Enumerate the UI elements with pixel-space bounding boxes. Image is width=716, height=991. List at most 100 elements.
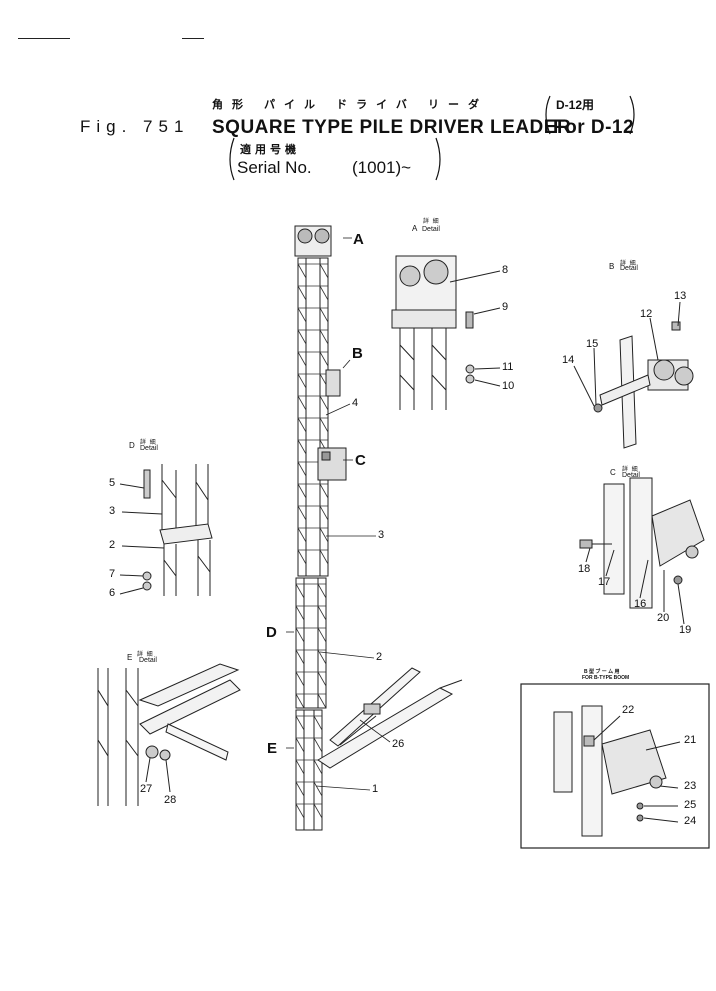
jp-serial-label: 適用号機 [240, 144, 300, 156]
lattice-brace [313, 715, 323, 731]
lattice-brace [297, 483, 307, 499]
callout-5: 5 [109, 477, 116, 489]
callout-14: 14 [562, 354, 575, 366]
lattice-brace [313, 781, 323, 797]
page-title: SQUARE TYPE PILE DRIVER LEADER [212, 117, 572, 138]
view-arrow-a: A [353, 231, 364, 248]
header-rule-left [18, 38, 70, 39]
lattice-brace [295, 649, 305, 665]
callout-17: 17 [598, 576, 611, 588]
lattice-brace [319, 395, 329, 411]
lattice-brace [297, 505, 307, 521]
lattice-brace [319, 263, 329, 279]
detail-c-title: Detail [622, 472, 640, 479]
lattice-brace [313, 803, 323, 819]
callout-25: 25 [684, 799, 697, 811]
lattice-brace [297, 417, 307, 433]
lattice-brace [317, 605, 327, 621]
lattice-brace [295, 759, 305, 775]
callout-12: 12 [640, 308, 653, 320]
b-type-boom-title: FOR B-TYPE BOOM [582, 675, 630, 681]
lattice-brace [297, 395, 307, 411]
header-rule-right [182, 38, 204, 39]
detail-c-jp: 詳 細 [622, 467, 639, 473]
detail-b-jp: 詳 細 [620, 261, 637, 267]
detail-d-title: Detail [140, 445, 158, 452]
callout-9: 9 [502, 301, 509, 313]
callout-13: 13 [674, 290, 687, 302]
lattice-brace [297, 285, 307, 301]
model-label: For D-12 [553, 117, 635, 138]
detail-c-letter: C [610, 468, 616, 477]
lattice-brace [319, 329, 329, 345]
lattice-brace [297, 373, 307, 389]
detail-e-letter: E [127, 653, 133, 662]
lattice-brace [295, 715, 305, 731]
lattice-brace [297, 329, 307, 345]
lattice-brace [313, 759, 323, 775]
lattice-brace [319, 285, 329, 301]
detail-e-title: Detail [139, 657, 157, 664]
view-arrow-e: E [267, 740, 278, 757]
callout-21: 21 [684, 734, 697, 746]
lattice-brace [295, 627, 305, 643]
callout-23: 23 [684, 780, 697, 792]
detail-b-letter: B [609, 262, 615, 271]
callout-6: 6 [109, 587, 116, 599]
figure-label: Fig. 751 [80, 117, 190, 136]
callout-10: 10 [502, 380, 515, 392]
callout-11: 11 [502, 361, 514, 373]
jp-title: 角形 パイル ドライバ リーダ [212, 99, 488, 111]
serial-value: (1001)~ [352, 158, 412, 177]
jp-model: D-12用 [556, 98, 595, 112]
lattice-brace [295, 671, 305, 687]
view-arrow-b: B [352, 345, 363, 362]
callout-18: 18 [578, 563, 591, 575]
lattice-brace [297, 351, 307, 367]
callout-20: 20 [657, 612, 670, 624]
b-type-boom-frame [520, 683, 710, 849]
lattice-brace [319, 351, 329, 367]
lattice-brace [317, 671, 327, 687]
lattice-brace [297, 263, 307, 279]
view-arrow-d: D [266, 624, 277, 641]
lattice-brace [295, 803, 305, 819]
callout-8: 8 [502, 264, 509, 276]
callout-28: 28 [164, 794, 177, 806]
lattice-brace [295, 583, 305, 599]
lattice-brace [317, 693, 327, 709]
callout-2: 2 [376, 651, 383, 663]
lattice-brace [295, 693, 305, 709]
lattice-brace [319, 483, 329, 499]
lattice-brace [297, 549, 307, 565]
callout-2-detail: 2 [109, 539, 116, 551]
detail-b-title: Detail [620, 265, 638, 272]
lattice-brace [297, 461, 307, 477]
callout-1: 1 [372, 783, 379, 795]
callout-27: 27 [140, 783, 153, 795]
callout-7: 7 [109, 568, 116, 580]
callout-16: 16 [634, 598, 647, 610]
callout-3: 3 [378, 529, 385, 541]
callout-3-detail: 3 [109, 505, 116, 517]
lattice-brace [319, 417, 329, 433]
view-arrow-c: C [355, 452, 366, 469]
lattice-brace [317, 627, 327, 643]
callout-19: 19 [679, 624, 692, 636]
callout-24: 24 [684, 815, 697, 827]
lattice-brace [319, 307, 329, 323]
lattice-brace [319, 549, 329, 565]
callout-26: 26 [392, 738, 405, 750]
lattice-brace [295, 605, 305, 621]
detail-d-jp: 詳 細 [140, 440, 157, 446]
lattice-brace [317, 649, 327, 665]
callout-22: 22 [622, 704, 635, 716]
detail-a-letter: A [412, 224, 418, 233]
b-type-boom-jp: B 型 ブ ー ム 用 [584, 669, 620, 675]
lattice-brace [297, 439, 307, 455]
lattice-brace [295, 737, 305, 753]
detail-a-jp: 詳 細 [423, 219, 440, 225]
lattice-brace [319, 505, 329, 521]
detail-a-title: Detail [422, 226, 440, 233]
